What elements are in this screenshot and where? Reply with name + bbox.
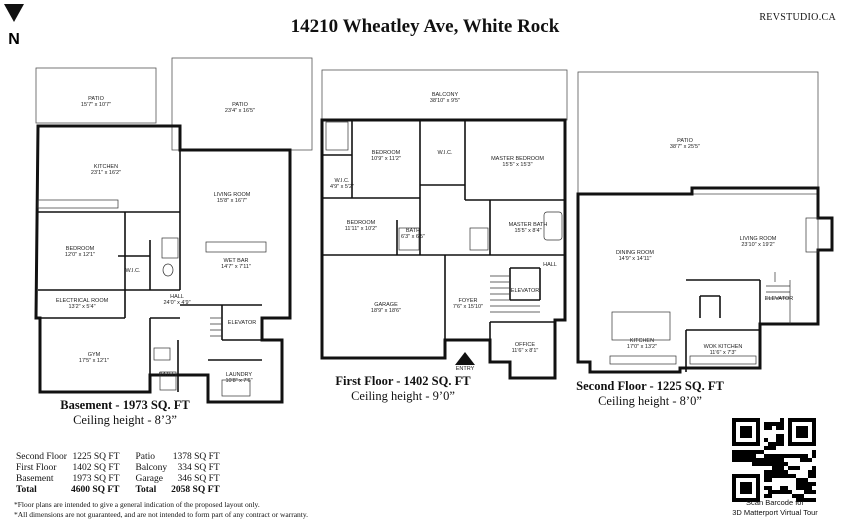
second-floor-heading: Second Floor - 1225 SQ. FT: [576, 379, 724, 393]
entry-arrow-icon: [455, 352, 475, 365]
qr-code-icon[interactable]: [732, 418, 816, 502]
floor-plan-drawing: [34, 57, 834, 404]
room-label: HALL: [543, 262, 557, 268]
first-floor-heading: First Floor - 1402 SQ. FT: [335, 374, 471, 388]
north-label: N: [8, 31, 20, 48]
room-label: ENTRY: [455, 366, 475, 372]
second-floor-patio-outline: [577, 71, 819, 195]
room-label: W.I.C.: [437, 150, 453, 156]
disclaimer-note: *Floor plans are intended to give a gene…: [14, 500, 260, 509]
brand-label: REVSTUDIO.CA: [759, 12, 836, 23]
room-label: ELEVATOR: [510, 288, 540, 294]
basement-patio-left-outline: [35, 67, 157, 124]
basement-ceiling-height: Ceiling height - 8’3”: [73, 413, 177, 427]
property-address-title: 14210 Wheatley Ave, White Rock: [290, 16, 560, 37]
first-floor-outline: [320, 118, 567, 380]
basement-outline: [34, 124, 292, 404]
room-label: W.I.C.: [125, 268, 141, 274]
second-floor-ceiling-height: Ceiling height - 8’0”: [598, 394, 702, 408]
disclaimer-note: *All dimensions are not guaranteed, and …: [14, 510, 308, 519]
room-label: ELEVATOR: [227, 320, 257, 326]
room-label: BATH: [158, 372, 174, 378]
first-floor-ceiling-height: Ceiling height - 9’0”: [351, 389, 455, 403]
room-label: W.I.C.4'9" x 5'2": [329, 178, 355, 191]
room-label: ELEVATOR: [764, 296, 794, 302]
qr-caption: Scan Barcode for 3D Matterport Virtual T…: [732, 498, 818, 517]
basement-heading: Basement - 1973 SQ. FT: [60, 398, 190, 412]
north-arrow-icon: N: [4, 4, 24, 48]
second-floor-outline: [576, 186, 834, 374]
